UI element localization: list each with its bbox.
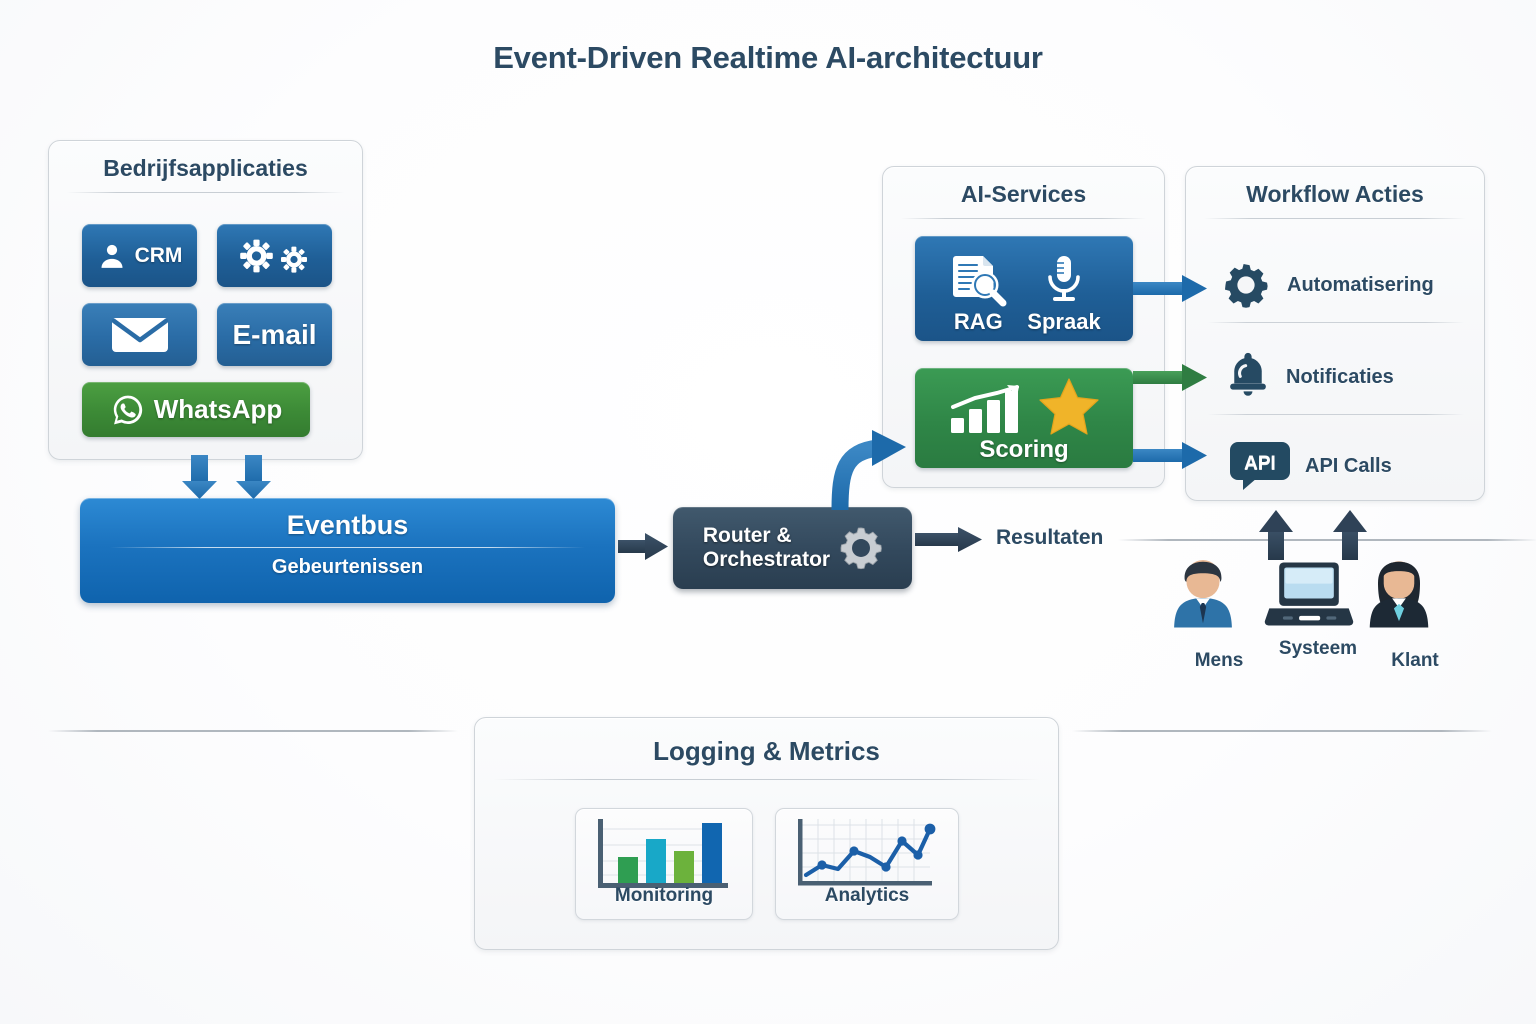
whatsapp-icon [110, 392, 146, 428]
gear-icon [1219, 258, 1273, 312]
star-icon [1039, 377, 1099, 435]
logging-panel-title: Logging & Metrics [653, 736, 880, 766]
arrow-router-to-resultaten [915, 527, 982, 552]
source-tile-email[interactable]: E-mail [217, 303, 332, 366]
workflow-item-label: Notificaties [1286, 365, 1394, 388]
router-orchestrator-node[interactable]: Router & Orchestrator [673, 507, 912, 589]
laptop-icon [1263, 560, 1373, 632]
api-bubble-icon: API [1229, 440, 1291, 492]
divider [1208, 322, 1464, 323]
page-title: Event-Driven Realtime AI-architectuur [493, 40, 1043, 75]
arrow-actors-to-workflow-2 [1333, 510, 1367, 560]
resultaten-label: Resultaten [996, 526, 1104, 549]
eventbus-title: Eventbus [286, 510, 409, 540]
divider [1208, 414, 1464, 415]
ai-tile-label-spraak: Spraak [1027, 309, 1101, 334]
microphone-icon [1041, 253, 1087, 307]
user-icon [97, 241, 127, 271]
sources-panel-title: Bedrijfsapplicaties [103, 155, 308, 181]
divider [493, 779, 1040, 780]
source-tile-envelope[interactable] [82, 303, 197, 366]
gear-icon [832, 519, 890, 577]
arrow-sources-to-eventbus-2 [236, 455, 271, 499]
envelope-icon [111, 315, 169, 355]
ai-tile-label-rag: RAG [953, 309, 1003, 334]
router-label: Router & Orchestrator [695, 524, 830, 571]
ai-tile-rag-spraak[interactable]: RAG Spraak [915, 236, 1133, 341]
source-tile-whatsapp[interactable]: WhatsApp [82, 382, 310, 437]
arrow-eventbus-to-router [618, 533, 668, 560]
workflow-item-api-calls[interactable]: API API Calls [1229, 440, 1392, 492]
actor-mens[interactable]: Mens [1164, 560, 1274, 672]
ai-services-panel-title: AI-Services [960, 181, 1087, 207]
actor-klant[interactable]: Klant [1360, 560, 1470, 672]
actor-label: Systeem [1278, 638, 1358, 659]
bar-chart-icon [949, 384, 1023, 435]
router-label-line1: Router & [702, 524, 792, 548]
eventbus-subtitle: Gebeurtenissen [271, 556, 424, 578]
actor-systeem[interactable]: Systeem [1263, 560, 1373, 660]
arrow-sources-to-eventbus-1 [182, 455, 217, 499]
arrow-actors-to-workflow-1 [1259, 510, 1293, 560]
logging-panel: Logging & Metrics [474, 717, 1059, 950]
metric-card-label: Monitoring [614, 885, 714, 906]
metric-card-monitoring[interactable]: Monitoring [575, 808, 753, 920]
source-tile-label: CRM [134, 243, 183, 267]
section-divider-left [48, 730, 458, 732]
divider [901, 218, 1146, 219]
source-tile-label: WhatsApp [153, 394, 283, 424]
metric-card-analytics[interactable]: Analytics [775, 808, 959, 920]
bell-icon [1224, 350, 1272, 404]
bar-chart-icon [576, 813, 752, 891]
workflow-item-label: Automatisering [1287, 273, 1434, 296]
actor-label: Klant [1391, 650, 1439, 671]
source-tile-label: E-mail [232, 318, 317, 350]
divider [110, 547, 585, 548]
actor-label: Mens [1194, 650, 1244, 671]
workflow-item-label: API Calls [1305, 454, 1392, 477]
metric-card-label: Analytics [824, 885, 910, 906]
line-chart-icon [776, 813, 958, 891]
source-tile-crm[interactable]: CRM [82, 224, 197, 287]
woman-avatar-icon [1360, 560, 1470, 644]
eventbus-node[interactable]: Eventbus Gebeurtenissen [80, 498, 615, 603]
source-tile-gears[interactable] [217, 224, 332, 287]
api-badge-text: API [1244, 453, 1276, 474]
man-avatar-icon [1164, 560, 1274, 644]
section-divider-right [1072, 730, 1492, 732]
document-search-icon [947, 253, 1009, 307]
workflow-panel-title: Workflow Acties [1246, 181, 1424, 207]
gears-icon [239, 235, 310, 277]
divider [67, 192, 344, 193]
router-label-line2: Orchestrator [702, 548, 831, 571]
workflow-item-automatisering[interactable]: Automatisering [1219, 258, 1434, 312]
divider [1204, 218, 1466, 219]
workflow-item-notificaties[interactable]: Notificaties [1224, 350, 1394, 404]
ai-tile-label-scoring: Scoring [979, 435, 1069, 463]
ai-tile-scoring[interactable]: Scoring [915, 368, 1133, 468]
results-connector-line [1118, 539, 1536, 541]
